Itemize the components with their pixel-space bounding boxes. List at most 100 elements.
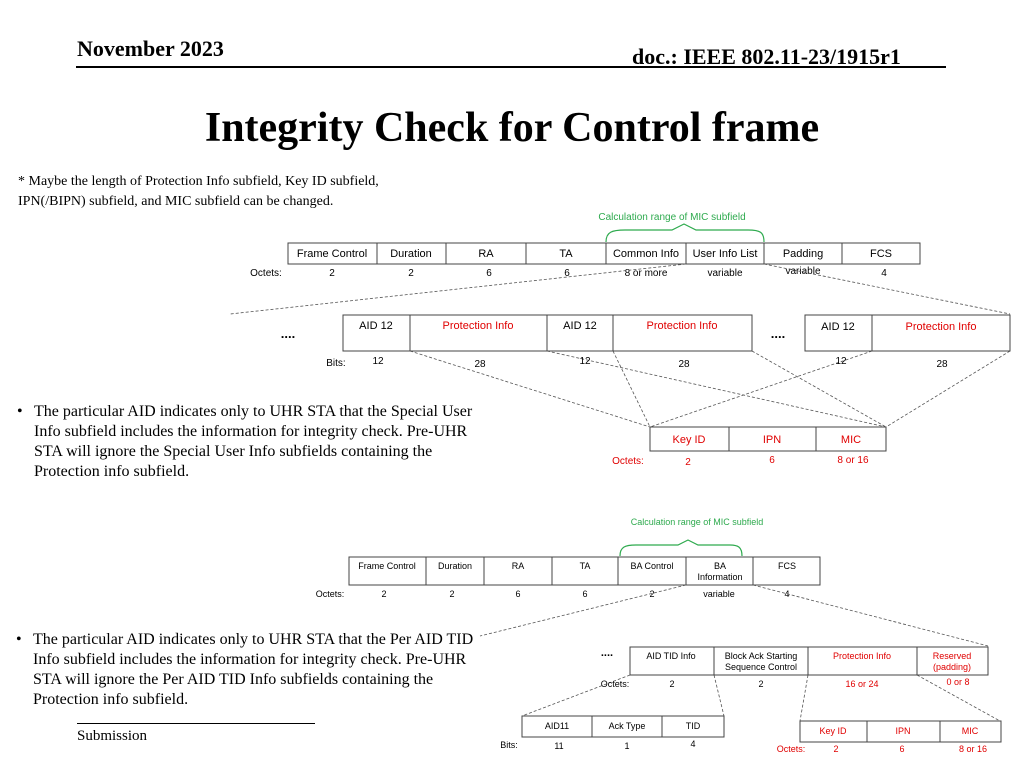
- bullet-dot-icon: •: [17, 403, 23, 420]
- bullet-2-line-3: STA will ignore the Per AID TID Info sub…: [33, 671, 434, 688]
- d2-label-ta: TA: [580, 561, 591, 571]
- d1-expansion-lines: [229, 263, 1011, 428]
- d1-bits-value: 28: [936, 359, 948, 370]
- d2-field-duration: [425, 556, 485, 586]
- d1-label-ra: RA: [478, 248, 494, 260]
- d2-tid-octets-label: Octets:: [601, 679, 630, 689]
- slide-title: Integrity Check for Control frame: [204, 105, 820, 151]
- d2-ipn-label: IPN: [895, 726, 910, 736]
- d2-tid-octet-value: 0 or 8: [946, 677, 969, 687]
- d2-label-ba: BA: [714, 561, 726, 571]
- d1-prot-mic: [815, 426, 887, 452]
- d1-octet-value: 4: [881, 268, 887, 279]
- bullet-per-aid-tid-info: • The particular AID indicates only to U…: [16, 630, 474, 710]
- bullet-1-line-2: Info subfield includes the information f…: [34, 423, 468, 440]
- d2-prot-mic: [939, 720, 1002, 743]
- d1-protection-info-label: Protection Info: [647, 320, 718, 332]
- d1-user-aid12: [342, 314, 411, 352]
- d2-tid-octet-value: 2: [669, 679, 674, 689]
- d2-tid-reserved: [916, 646, 989, 676]
- d2-key-id-label: Key ID: [819, 726, 847, 736]
- d1-user-aid12: [546, 314, 614, 352]
- d1-prot-ipn: [728, 426, 817, 452]
- d2-label-information: Information: [697, 572, 742, 582]
- d2-calc-range-label: Calculation range of MIC subfield: [631, 517, 764, 527]
- d1-label-fcs: FCS: [870, 248, 892, 260]
- d1-label-padding: Padding: [783, 248, 823, 260]
- d1-ipn-label: IPN: [763, 434, 781, 446]
- bullet-1-line-3: STA will ignore the Special User Info su…: [34, 443, 433, 460]
- d1-octet-value: 8 or more: [625, 268, 668, 279]
- d1-octet-value: variable: [707, 268, 742, 279]
- d1-aid12-label: AID 12: [563, 320, 597, 332]
- d2-tid-protection-info: [807, 646, 918, 676]
- d2-prot-octet-value: 2: [833, 744, 838, 754]
- d1-bits-value: 12: [372, 356, 384, 367]
- d2-bits-value: 1: [624, 741, 629, 751]
- d1-field-fcs: [841, 242, 921, 265]
- d1-prot-octet-value: 6: [769, 455, 775, 466]
- header-date: November 2023: [77, 36, 224, 61]
- bullet-dot-icon: •: [16, 631, 22, 648]
- diagram-2-ba-frame: Calculation range of MIC subfield Frame …: [316, 517, 1002, 754]
- d2-octet-value: variable: [703, 589, 735, 599]
- d1-calc-range-brace: [605, 223, 765, 243]
- d2-octet-value: 2: [449, 589, 454, 599]
- d1-prot-octet-value: 8 or 16: [837, 455, 869, 466]
- d1-ellipsis-mid: ....: [771, 326, 785, 341]
- d1-label-ta: TA: [559, 248, 573, 260]
- d2-prot-octet-value: 6: [899, 744, 904, 754]
- d1-protection-info-label: Protection Info: [906, 321, 977, 333]
- d2-bits-value: 4: [690, 739, 695, 749]
- d2-label-frame-control: Frame Control: [358, 561, 416, 571]
- d2-ellipsis: ....: [601, 647, 613, 659]
- d1-prot-octets-label: Octets:: [612, 456, 644, 467]
- d1-bits-value: 28: [678, 359, 690, 370]
- d1-protection-info-label: Protection Info: [443, 320, 514, 332]
- d2-bits-label: Bits:: [500, 740, 518, 750]
- d2-reserved-label: Reserved: [933, 651, 972, 661]
- bullet-special-user-info: • The particular AID indicates only to U…: [17, 402, 473, 482]
- d2-tid-octet-value: 16 or 24: [845, 679, 878, 689]
- d1-prot-key-id: [649, 426, 730, 452]
- d2-expansion-lines: [479, 584, 1001, 722]
- d1-octet-value: variable: [785, 266, 820, 277]
- d1-label-common-info: Common Info: [613, 248, 679, 260]
- d1-user-protection-info: [612, 314, 753, 352]
- d1-bits-label: Bits:: [326, 358, 345, 369]
- d2-tid-aid-tid-info: [629, 646, 715, 676]
- d2-mic-label: MIC: [962, 726, 979, 736]
- d2-block-ack-label: Block Ack Starting: [725, 651, 798, 661]
- d1-octet-value: 2: [408, 268, 414, 279]
- d2-padding-label: (padding): [933, 662, 971, 672]
- d2-aid-tid: [661, 715, 725, 738]
- bullet-2-line-1: The particular AID indicates only to UHR…: [33, 631, 474, 648]
- d1-bits-value: 12: [835, 356, 847, 367]
- d1-bits-value: 12: [579, 356, 591, 367]
- d2-calc-range-brace: [619, 539, 743, 557]
- footer-divider: [77, 723, 315, 724]
- d1-octet-value: 2: [329, 268, 335, 279]
- d1-key-id-label: Key ID: [672, 434, 705, 446]
- d1-mic-label: MIC: [841, 434, 861, 446]
- d2-protection-info-label: Protection Info: [833, 651, 891, 661]
- bullet-2-line-2: Info subfield includes the information f…: [33, 651, 467, 668]
- note-text: * Maybe the length of Protection Info su…: [18, 172, 379, 212]
- d1-user-aid12: [804, 314, 873, 352]
- d2-prot-octet-value: 8 or 16: [959, 744, 987, 754]
- d2-octet-value: 2: [649, 589, 654, 599]
- bullet-1-line-1: The particular AID indicates only to UHR…: [34, 403, 473, 420]
- d2-label-ra: RA: [512, 561, 525, 571]
- d2-bits-value: 11: [554, 741, 563, 751]
- d1-bits-value: 28: [474, 359, 486, 370]
- d2-tid-label: TID: [686, 721, 701, 731]
- d2-field-frame-control: [348, 556, 427, 586]
- d1-prot-octet-value: 2: [685, 457, 691, 468]
- note-line-2: IPN(/BIPN) subfield, and MIC subfield ca…: [18, 194, 334, 209]
- d2-label-duration: Duration: [438, 561, 472, 571]
- d2-aid11-label: AID11: [545, 721, 569, 731]
- d2-octets-label: Octets:: [316, 589, 345, 599]
- note-line-1: * Maybe the length of Protection Info su…: [18, 174, 379, 189]
- d2-field-fcs: [752, 556, 821, 586]
- d1-label-duration: Duration: [390, 248, 432, 260]
